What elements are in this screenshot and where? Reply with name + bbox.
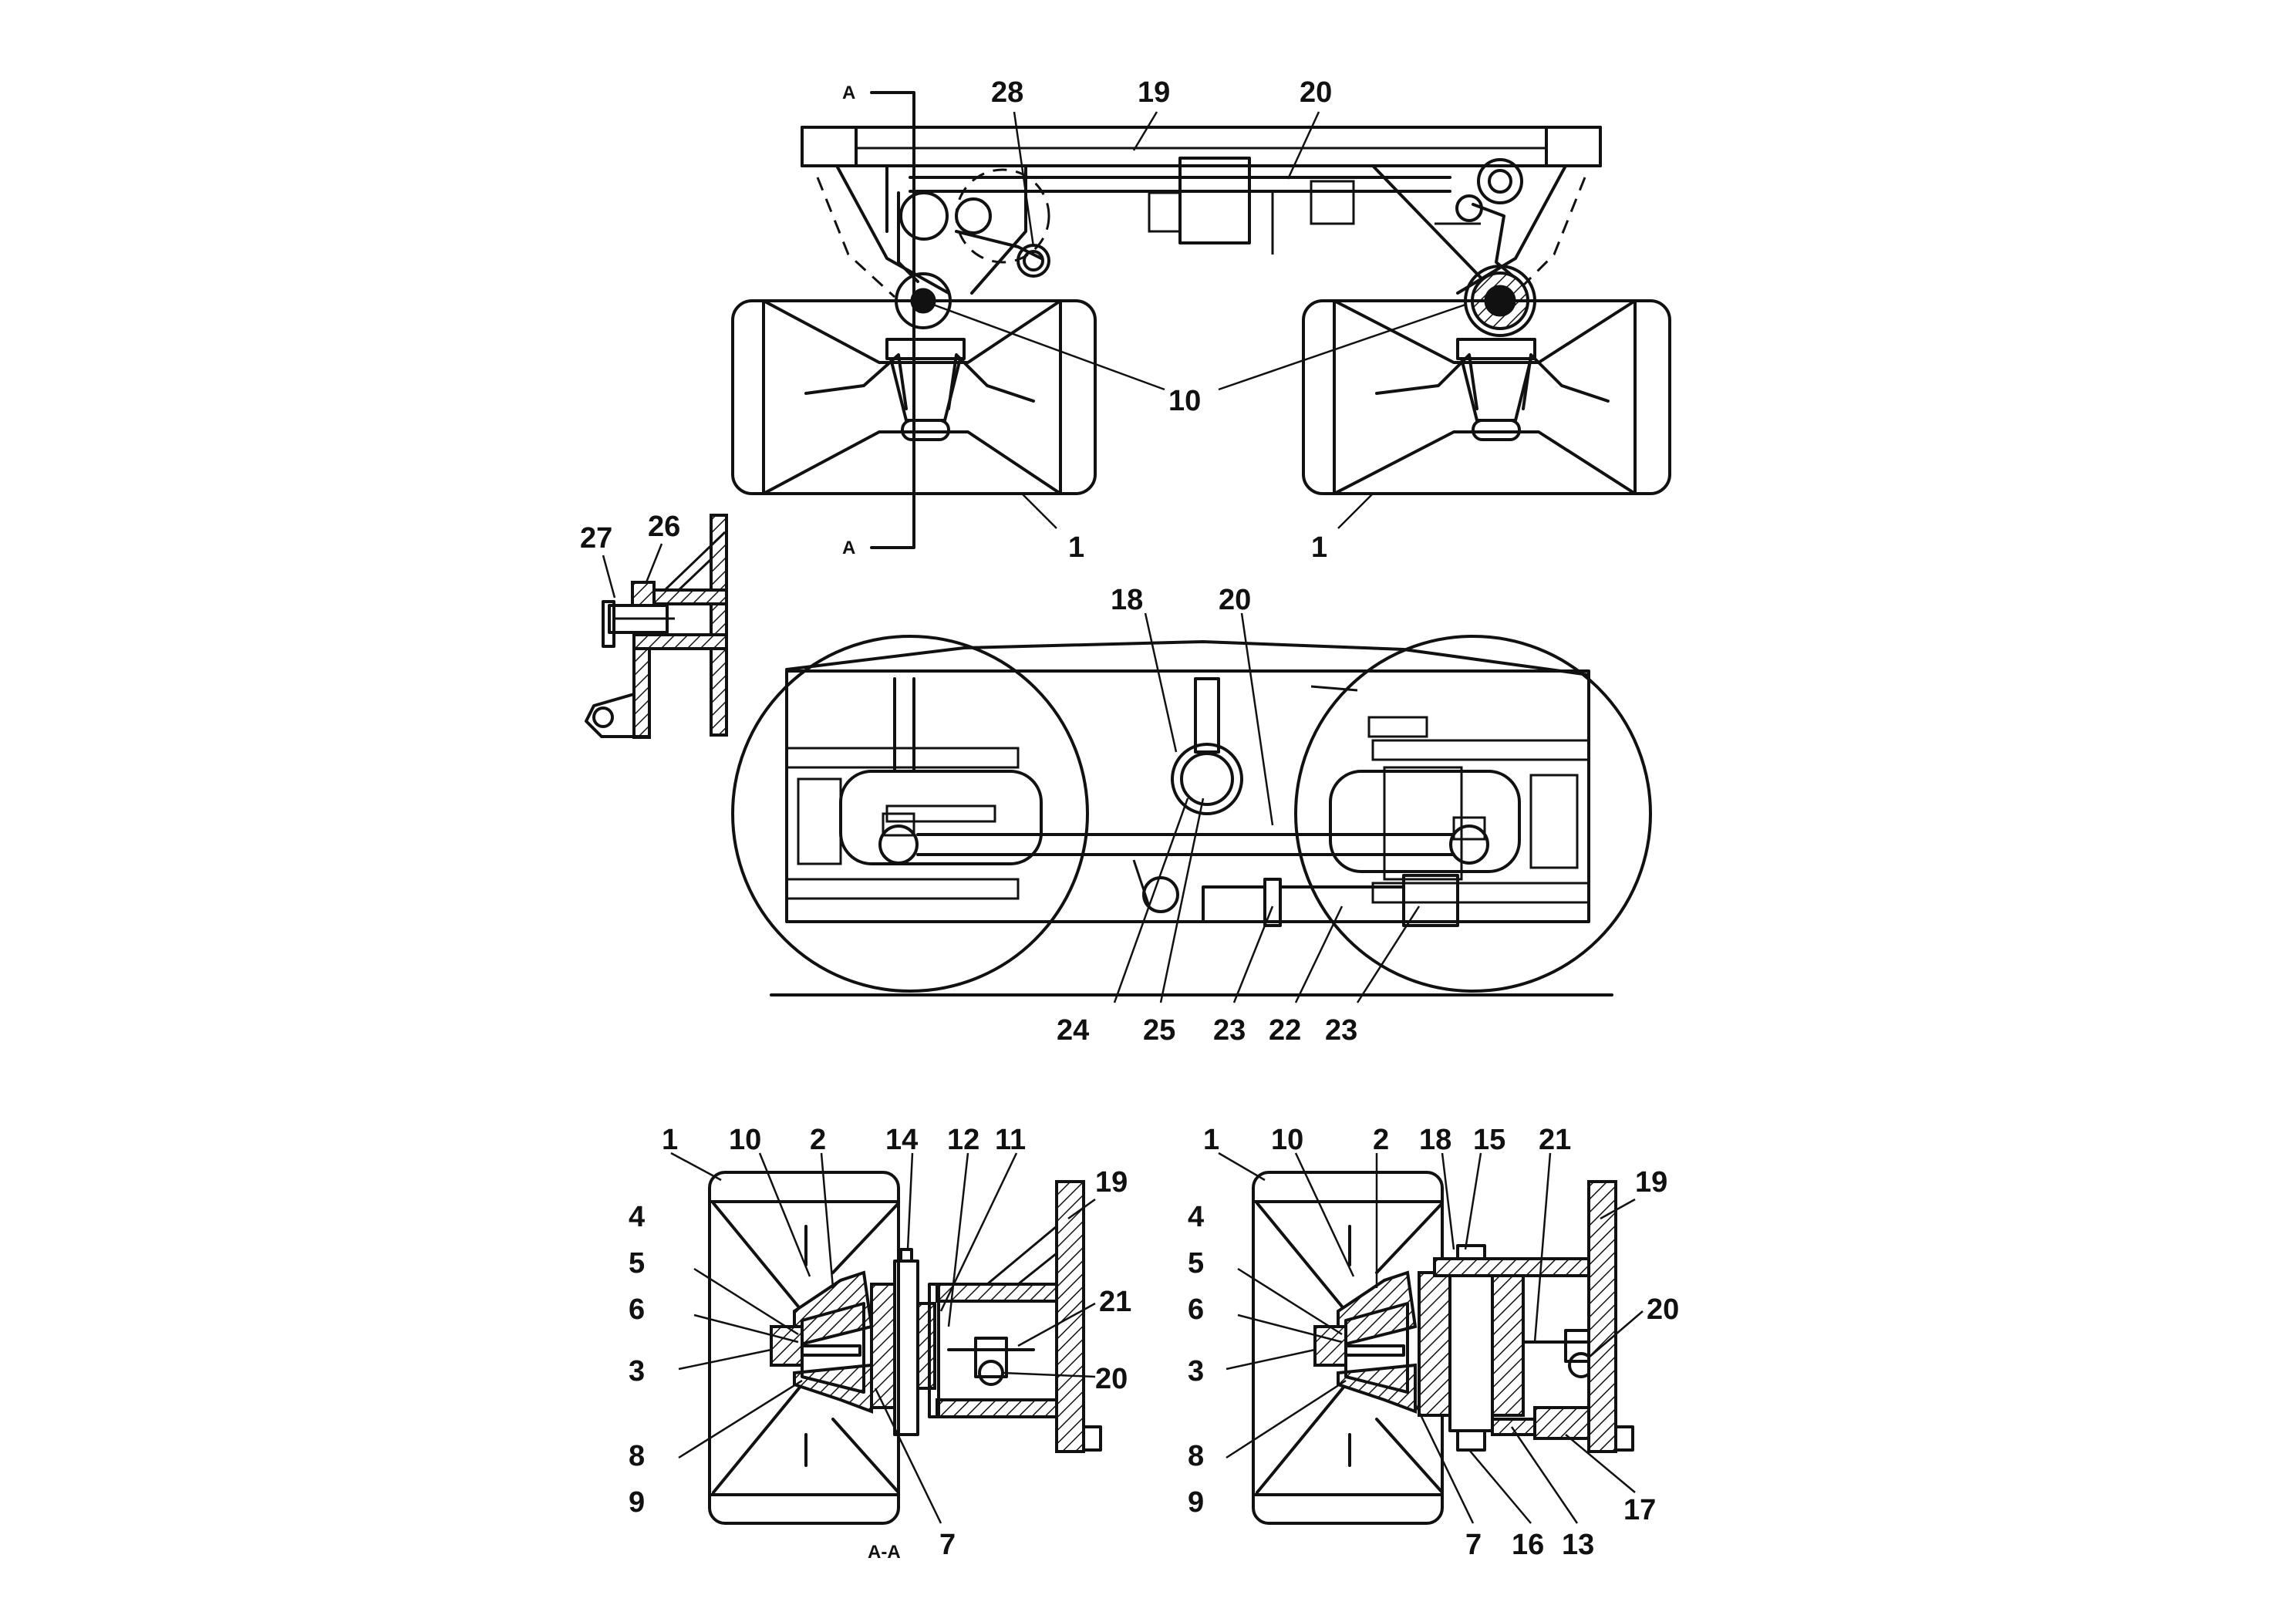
label-1-left: 1 bbox=[1068, 531, 1084, 564]
label-22: 22 bbox=[1269, 1014, 1301, 1047]
aa-label-7: 7 bbox=[939, 1529, 956, 1561]
aa-label-10: 10 bbox=[729, 1124, 761, 1156]
top-view: A A 28 19 20 10 1 1 bbox=[731, 76, 1671, 564]
tie-rod-top bbox=[909, 157, 1451, 255]
label-19: 19 bbox=[1138, 76, 1170, 109]
aa-label-6: 6 bbox=[629, 1293, 645, 1326]
aa-label-14: 14 bbox=[885, 1124, 918, 1156]
right-wheel-top bbox=[1302, 299, 1671, 495]
sr-label-19: 19 bbox=[1635, 1166, 1667, 1199]
aa-label-1: 1 bbox=[662, 1124, 678, 1156]
label-20: 20 bbox=[1300, 76, 1332, 109]
label-25: 25 bbox=[1143, 1014, 1175, 1047]
section-mark-upper: A bbox=[842, 83, 855, 103]
sr-label-4: 4 bbox=[1188, 1201, 1204, 1233]
section-line-a: A A bbox=[842, 83, 915, 558]
aa-label-19: 19 bbox=[1095, 1166, 1128, 1199]
label-1-right: 1 bbox=[1311, 531, 1327, 564]
sr-label-13: 13 bbox=[1562, 1529, 1594, 1561]
section-mark-lower: A bbox=[842, 538, 855, 558]
sr-label-15: 15 bbox=[1473, 1124, 1505, 1156]
aa-label-5: 5 bbox=[629, 1247, 645, 1280]
sr-label-8: 8 bbox=[1188, 1440, 1204, 1472]
aa-label-8: 8 bbox=[629, 1440, 645, 1472]
label-27: 27 bbox=[580, 522, 612, 555]
aa-label-3: 3 bbox=[629, 1355, 645, 1388]
sr-label-10: 10 bbox=[1271, 1124, 1303, 1156]
sr-label-9: 9 bbox=[1188, 1486, 1204, 1519]
aa-label-11: 11 bbox=[995, 1124, 1026, 1156]
sr-label-7: 7 bbox=[1465, 1529, 1482, 1561]
sr-label-16: 16 bbox=[1512, 1529, 1544, 1561]
sr-label-21: 21 bbox=[1539, 1124, 1571, 1156]
top-leaders bbox=[932, 111, 1466, 529]
frame-beam bbox=[801, 126, 1602, 167]
bracket-detail: 27 26 bbox=[580, 511, 728, 739]
right-wheel-circle bbox=[1294, 635, 1652, 993]
sr-label-3: 3 bbox=[1188, 1355, 1204, 1388]
aa-label-20: 20 bbox=[1095, 1363, 1128, 1395]
aa-label-2: 2 bbox=[810, 1124, 826, 1156]
left-wheel-circle bbox=[731, 635, 1089, 993]
aa-label-9: 9 bbox=[629, 1486, 645, 1519]
sr-label-1: 1 bbox=[1203, 1124, 1219, 1156]
sr-label-6: 6 bbox=[1188, 1293, 1204, 1326]
section-caption: A-A bbox=[868, 1542, 901, 1563]
label-18: 18 bbox=[1111, 584, 1143, 616]
middle-view: 18 20 24 25 23 22 23 bbox=[731, 584, 1652, 1047]
label-23-left: 23 bbox=[1213, 1014, 1246, 1047]
sr-label-20: 20 bbox=[1647, 1293, 1679, 1326]
label-23-right: 23 bbox=[1325, 1014, 1357, 1047]
aa-label-21: 21 bbox=[1099, 1286, 1131, 1318]
sr-label-2: 2 bbox=[1373, 1124, 1389, 1156]
label-24: 24 bbox=[1057, 1014, 1089, 1047]
label-28: 28 bbox=[991, 76, 1023, 109]
sr-label-17: 17 bbox=[1623, 1494, 1656, 1526]
section-a-a: 1 10 2 14 12 11 19 4 5 6 3 8 9 21 20 7 A… bbox=[629, 1124, 1131, 1563]
sr-label-18: 18 bbox=[1419, 1124, 1451, 1156]
label-26: 26 bbox=[648, 511, 680, 543]
section-right: 1 10 2 18 15 21 19 4 5 6 3 8 9 20 7 16 1… bbox=[1188, 1124, 1679, 1561]
aa-label-12: 12 bbox=[947, 1124, 979, 1156]
label-10: 10 bbox=[1168, 385, 1201, 417]
label-20-mid: 20 bbox=[1219, 584, 1251, 616]
sr-label-5: 5 bbox=[1188, 1247, 1204, 1280]
aa-label-4: 4 bbox=[629, 1201, 645, 1233]
